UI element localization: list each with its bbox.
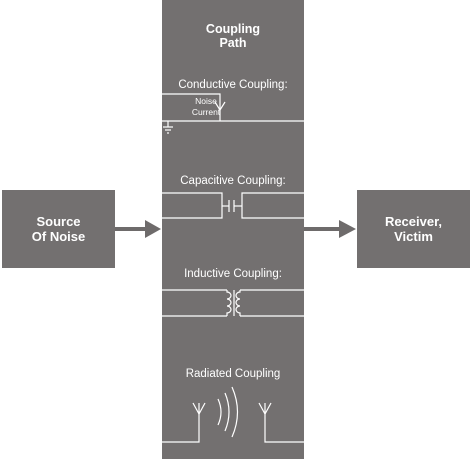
source-label: Source Of Noise [31,214,86,244]
inductive-coupling-label: Inductive Coupling: [184,268,282,280]
inductive-coupling-schematic [162,289,304,317]
arrow-source-to-path [115,220,161,238]
coupling-path-title: Coupling Path [205,22,261,50]
capacitive-coupling-schematic [162,192,304,219]
coupling-path-box: Coupling Path Conductive Coupling: Noise… [162,0,304,459]
receiver-label: Receiver, Victim [384,214,443,244]
conductive-coupling-label: Conductive Coupling: [178,79,288,91]
radiated-coupling-schematic [162,386,304,443]
receiver-victim-box: Receiver, Victim [357,190,470,268]
capacitive-coupling-label: Capacitive Coupling: [180,175,286,187]
source-of-noise-box: Source Of Noise [2,190,115,268]
conductive-coupling-schematic [162,93,304,134]
noise-current-label: Noise Current [191,96,221,117]
arrow-path-to-receiver [304,220,356,238]
radiated-coupling-label: Radiated Coupling [185,368,281,380]
